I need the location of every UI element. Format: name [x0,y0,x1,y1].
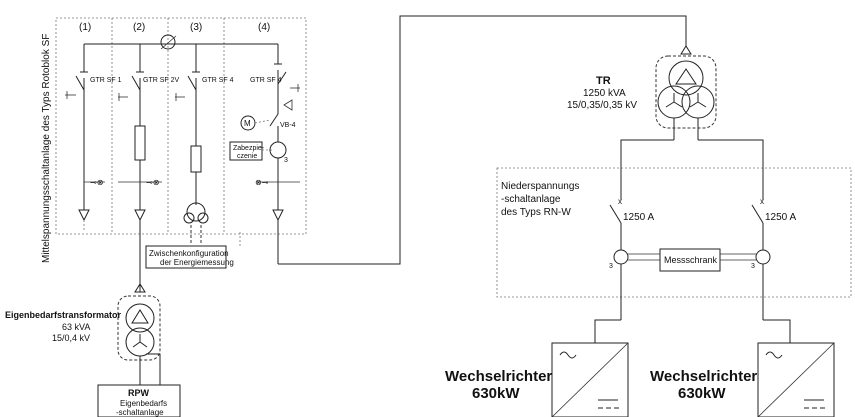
field-3: GTR SF 4 [175,44,234,244]
rpw-line-1: Eigenbedarfs [120,399,167,408]
aux-transformer-power: 63 kVA [62,322,90,332]
field-2: GTR SF 2V ⊸⊗ [118,44,180,292]
field-number-1: (1) [79,22,91,33]
aux-transformer: Eigenbedarfstransformator 63 kVA 15/0,4 … [5,283,161,385]
field-2-cable-terminal-icon [134,209,146,222]
config-line-1: Zwischenkonfiguration [149,249,229,258]
aux-transformer-voltage: 15/0,4 kV [52,333,90,343]
aux-transformer-title: Eigenbedarfstransformator [5,310,122,320]
inverter-1-ac-icon [559,351,577,359]
field-4-indicator-icon: ⊗⊸ [255,178,269,187]
field-3-label: GTR SF 4 [202,77,234,84]
lv-switchgear-line-1: Niederspannungs [501,181,579,192]
rpw-title: RPW [128,388,150,398]
field-4: GTR SF 4 VB-4 M Zabezpie- czenie 3 ⊗⊸ [229,44,300,264]
field-3-fuse-icon [190,145,202,173]
main-transformer-voltage: 15/0,35/0,35 kV [567,100,637,111]
primary-winding-icon [668,60,704,96]
lv-breaker-left-contact-icon: x [618,197,622,206]
field-4-current-transformer-icon [269,141,287,159]
lv-breaker-right-contact-icon: x [760,197,764,206]
field-4-label: GTR SF 4 [250,77,282,84]
field-1-label: GTR SF 1 [90,77,122,84]
field-2-indicator-icon: ⊸⊗ [146,178,159,187]
inverter-2: Wechselrichter 630kW [650,342,835,417]
meter-cabinet-label: Messschrank [664,255,718,265]
rpw-box: RPW Eigenbedarfs -schaltanlage [97,384,181,417]
lv-ct-left-icon [613,249,629,265]
mv-cable [278,15,687,265]
inverter-2-name: Wechselrichter [650,368,757,385]
main-transformer-title: TR [596,75,611,87]
field-2-label: GTR SF 2V [143,77,180,84]
field-1-indicator-icon: ⊸⊗ [90,178,103,187]
field-number-2: (2) [133,22,145,33]
field-1-cable-terminal-icon [78,209,90,222]
motor-label: M [244,119,251,128]
mv-switchgear: Mittelspannungsschaltanlage des Typs Rot… [41,17,307,292]
lv-switchgear-line-3: des Typs RN-W [501,207,571,218]
field-3-voltage-transformer-icon [186,202,206,222]
field-number-3: (3) [190,22,202,33]
lv-switchgear: Niederspannungs -schaltanlage des Typs R… [496,167,852,320]
vb-label: VB-4 [280,122,296,129]
lv-breaker-left-label: 1250 A [623,212,654,223]
main-transformer-power: 1250 kVA [583,88,626,99]
config-line-2: der Energiemessung [160,258,234,267]
lv-ct-right-icon [755,249,771,265]
counter-label-1: Zabezpie- [233,145,265,152]
inverter-2-ac-icon [765,351,783,359]
inverter-2-power: 630kW [678,385,726,402]
lv-switchgear-line-2: -schaltanlage [501,194,561,205]
counter-label-2: czenie [237,153,257,160]
metering-config-box: Zwischenkonfiguration der Energiemessung [145,245,234,269]
busbar-current-transformer [160,34,176,50]
meter-cabinet [659,248,721,272]
main-transformer: TR 1250 kVA 15/0,35/0,35 kV [567,45,764,168]
mv-switchgear-title: Mittelspannungsschaltanlage des Typs Rot… [41,34,52,263]
field-4-cable-terminal-icon [272,209,284,222]
rpw-line-2: -schaltanlage [116,408,164,417]
lv-ct-left-ratio: 3 [609,263,613,270]
field-2-fuse-icon [134,125,146,161]
inverter-1: Wechselrichter 630kW [445,342,629,417]
inverter-1-name: Wechselrichter [445,368,552,385]
counter-box [229,141,263,161]
inverter-1-power: 630kW [472,385,520,402]
field-4-ct-ratio: 3 [284,157,288,164]
field-4-arrow-icon [283,99,293,111]
field-number-4: (4) [258,22,270,33]
field-1: GTR SF 1 ⊸⊗ [65,44,122,232]
lv-breaker-right-label: 1250 A [765,212,796,223]
lv-ct-right-ratio: 3 [751,263,755,270]
